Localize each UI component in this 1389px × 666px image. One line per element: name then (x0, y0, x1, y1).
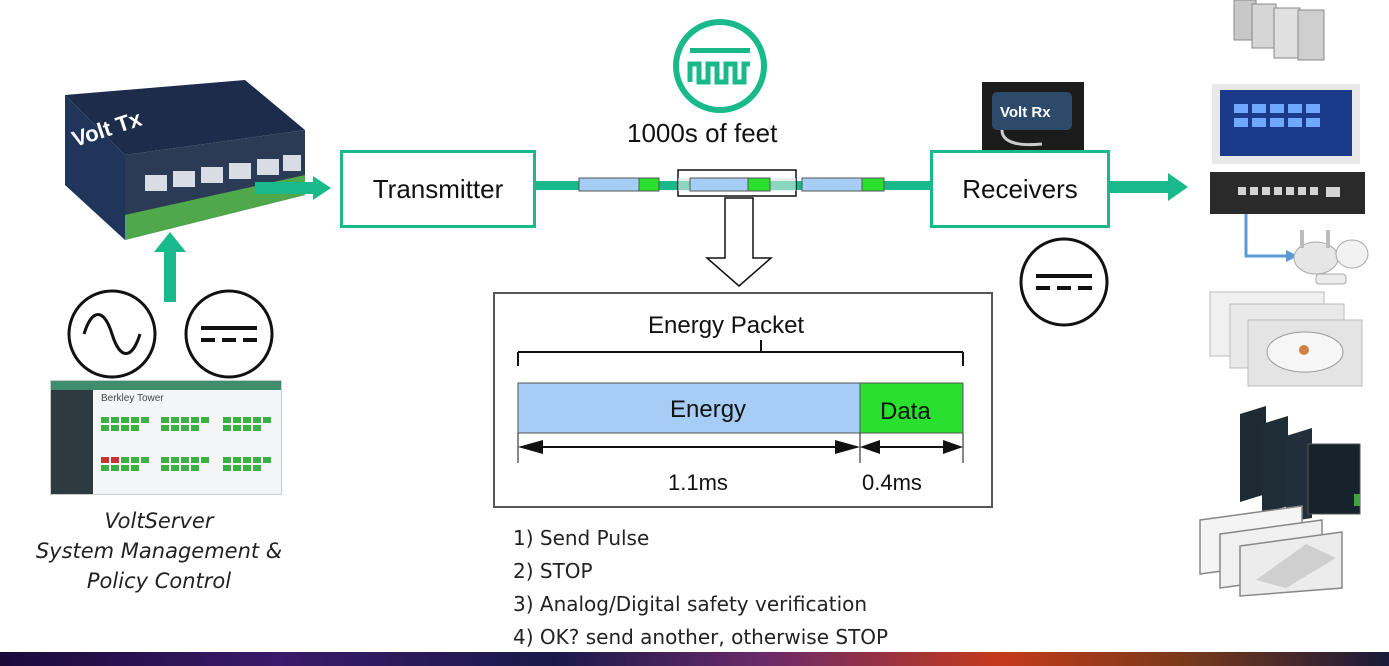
display-screen-image (1212, 84, 1360, 164)
energy-segment (517, 382, 861, 434)
transmitter-box: Transmitter (340, 150, 536, 228)
step-item-1: 1) Send Pulse (513, 526, 650, 550)
packet-train (578, 169, 885, 197)
transmitter-label: Transmitter (372, 173, 504, 204)
pulse-wave-icon (673, 19, 767, 113)
network-switch-image (1210, 172, 1365, 214)
server-cabinets-image (1233, 0, 1325, 61)
wireless-access-points-image (1293, 230, 1369, 285)
caption-line-3: Policy Control (86, 569, 232, 593)
receivers-box: Receivers (930, 150, 1110, 228)
dc-power-icon (184, 289, 274, 379)
data-segment-label: Data (880, 398, 931, 425)
mini-packet-2 (689, 177, 771, 192)
volt-rx-device-image: Volt Rx (982, 82, 1084, 154)
tx-to-transmitter-arrow (255, 176, 331, 200)
dashboard-title: Berkley Tower (101, 393, 164, 404)
caption-line-1: VoltServer (104, 509, 214, 533)
light-panels-image (1199, 505, 1343, 597)
management-caption: VoltServer System Management & Policy Co… (0, 506, 318, 596)
distance-label: 1000s of feet (627, 118, 778, 148)
data-segment (859, 382, 964, 434)
dc-output-icon (1019, 237, 1109, 327)
volt-tx-device-image: Volt Tx (55, 75, 315, 245)
switch-to-access-point-connector (1244, 214, 1298, 262)
management-dashboard-image: Berkley Tower (50, 380, 282, 495)
wall-devices-image (1209, 291, 1363, 387)
step-item-4: 4) OK? send another, otherwise STOP (513, 625, 889, 649)
safety-steps-list: 1) Send Pulse 2) STOP 3) Analog/Digital … (513, 522, 888, 654)
step-item-2: 2) STOP (513, 559, 593, 583)
caption-line-2: System Management & (35, 539, 283, 563)
receivers-label: Receivers (962, 173, 1078, 204)
energy-packet-title: Energy Packet (648, 312, 805, 339)
ac-power-icon (67, 289, 157, 379)
packet-brackets (517, 340, 964, 463)
receivers-to-loads-arrow (1110, 173, 1188, 201)
zoom-down-arrow (705, 197, 773, 287)
mini-packet-3 (801, 177, 885, 192)
bottom-decorative-strip (0, 652, 1389, 666)
energy-segment-label: Energy (670, 396, 747, 423)
power-input-arrow (154, 232, 186, 302)
energy-duration-label: 1.1ms (668, 470, 728, 495)
volt-rx-logo-text: Volt Rx (1000, 104, 1051, 121)
mini-packet-1 (578, 177, 660, 192)
step-item-3: 3) Analog/Digital safety verification (513, 592, 868, 616)
power-adapters-image (1240, 406, 1361, 522)
data-duration-label: 0.4ms (862, 470, 922, 495)
